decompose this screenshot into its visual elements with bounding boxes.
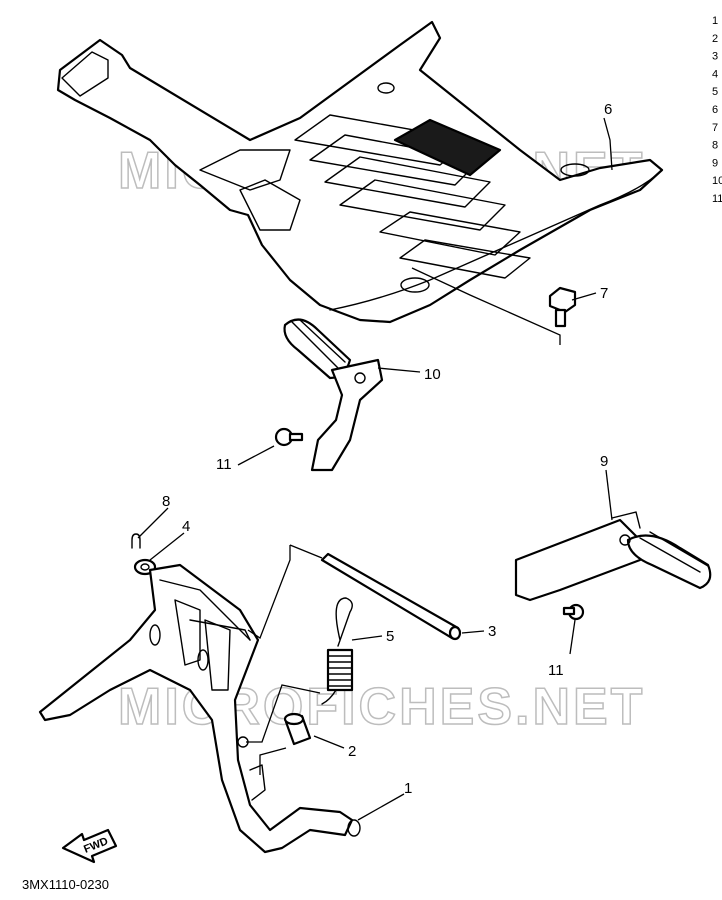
part-5-spring <box>321 597 354 705</box>
legend-number-1: 1 <box>712 15 718 27</box>
callout-11-upper: 11 <box>216 456 232 473</box>
callout-2: 2 <box>348 743 356 760</box>
leader-lines <box>137 117 613 821</box>
callout-7: 7 <box>600 285 608 302</box>
callout-3: 3 <box>488 623 496 640</box>
callout-5: 5 <box>386 628 394 645</box>
callout-6: 6 <box>604 101 612 118</box>
legend-number-8: 8 <box>712 140 718 152</box>
callout-10: 10 <box>424 366 441 383</box>
callout-numbers: 6 7 10 11 9 11 8 4 3 5 2 1 <box>162 101 612 797</box>
part-3-shaft <box>320 552 462 641</box>
callout-11-lower: 11 <box>548 662 564 679</box>
part-2-collar <box>283 712 312 746</box>
part-10-footrest-left <box>283 318 384 472</box>
diagram-code: 3MX1110-0230 <box>22 877 109 892</box>
fwd-arrow: FWD <box>61 828 118 864</box>
legend-number-2: 2 <box>712 33 718 45</box>
legend-number-5: 5 <box>712 86 718 98</box>
legend-number-6: 6 <box>712 104 718 116</box>
legend-number-9: 9 <box>712 157 718 169</box>
callout-1: 1 <box>404 780 412 797</box>
part-8-cotter-pin <box>131 533 141 549</box>
part-9-footrest-right <box>514 511 712 602</box>
callout-4: 4 <box>182 518 190 535</box>
callout-9: 9 <box>600 453 608 470</box>
legend-number-4: 4 <box>712 68 718 80</box>
callout-8: 8 <box>162 493 170 510</box>
part-11-bolt-lower <box>562 603 585 621</box>
legend-number-11: 11 <box>712 193 722 205</box>
legend-number-10: 10 <box>712 175 722 187</box>
legend-number-3: 3 <box>712 51 718 63</box>
legend-number-column: 1 2 3 4 5 6 7 8 9 10 11 <box>712 15 722 205</box>
part-6-footboard <box>56 20 664 324</box>
legend-number-7: 7 <box>712 122 718 134</box>
part-11-bolt-upper <box>274 427 304 447</box>
part-7-bolt <box>548 286 577 328</box>
